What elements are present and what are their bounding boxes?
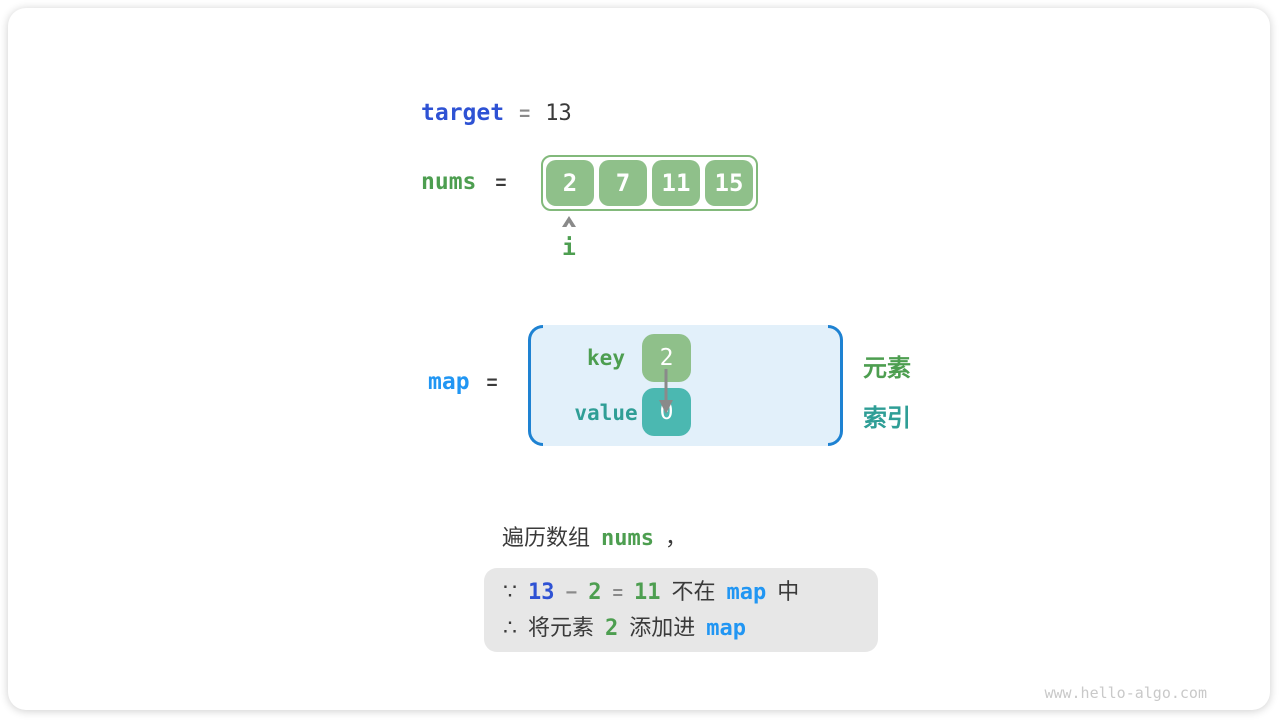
note-target-value: 13 — [528, 580, 555, 605]
map-value-label: value — [574, 401, 638, 425]
array-cell: 15 — [705, 160, 753, 206]
target-equals-sign: = — [519, 104, 531, 125]
note-equals-sign: = — [612, 583, 623, 603]
watermark: www.hello-algo.com — [1044, 684, 1207, 702]
note-element-value-2: 2 — [605, 616, 619, 641]
index-side-label: 索引 — [863, 405, 911, 432]
map-right-bracket — [828, 325, 843, 446]
note-line-2: ∴ 将元素 2 添加进 map — [503, 610, 878, 646]
target-variable: target — [421, 100, 505, 126]
note-map-token: map — [726, 580, 767, 605]
caption-comma: ， — [665, 525, 688, 550]
nums-equals-sign: = — [495, 173, 507, 194]
note-in-suffix: 中 — [777, 579, 800, 604]
map-container: key value 2 0 — [528, 325, 843, 446]
note-diff-value: 11 — [633, 580, 661, 605]
note-add-prefix: 将元素 — [528, 615, 595, 640]
map-key-label: key — [587, 346, 625, 370]
note-not-in-text: 不在 — [671, 579, 716, 604]
caption-nums-token: nums — [601, 526, 654, 551]
because-symbol: ∵ — [503, 579, 517, 604]
nums-array: 2 7 11 15 — [541, 155, 758, 211]
nums-variable: nums — [421, 169, 477, 195]
array-cell: 7 — [599, 160, 647, 206]
array-cell: 11 — [652, 160, 700, 206]
map-variable: map — [428, 369, 470, 395]
nums-assignment: nums = — [421, 169, 507, 195]
caption-prefix: 遍历数组 — [502, 525, 591, 550]
note-line-1: ∵ 13 − 2 = 11 不在 map 中 — [503, 574, 878, 610]
element-side-label: 元素 — [863, 355, 911, 382]
note-add-mid: 添加进 — [629, 615, 696, 640]
array-cell: 2 — [546, 160, 594, 206]
caption-line: 遍历数组 nums ， — [502, 520, 687, 552]
minus-sign: − — [565, 582, 578, 604]
target-assignment: target = 13 — [421, 100, 572, 126]
map-left-bracket — [528, 325, 543, 446]
map-assignment: map = — [428, 369, 498, 395]
note-box: ∵ 13 − 2 = 11 不在 map 中 ∴ 将元素 2 添加进 map — [484, 568, 878, 652]
target-value: 13 — [545, 101, 572, 126]
note-map-token-2: map — [706, 616, 747, 641]
index-pointer-label: i — [562, 235, 576, 261]
therefore-symbol: ∴ — [503, 615, 517, 640]
key-to-value-arrow-down-icon — [659, 369, 673, 414]
note-element-value: 2 — [588, 580, 602, 605]
index-pointer-arrow-up-icon — [562, 216, 576, 227]
map-equals-sign: = — [486, 373, 498, 394]
figure-card: target = 13 nums = 2 7 11 15 i map = key… — [8, 8, 1270, 710]
